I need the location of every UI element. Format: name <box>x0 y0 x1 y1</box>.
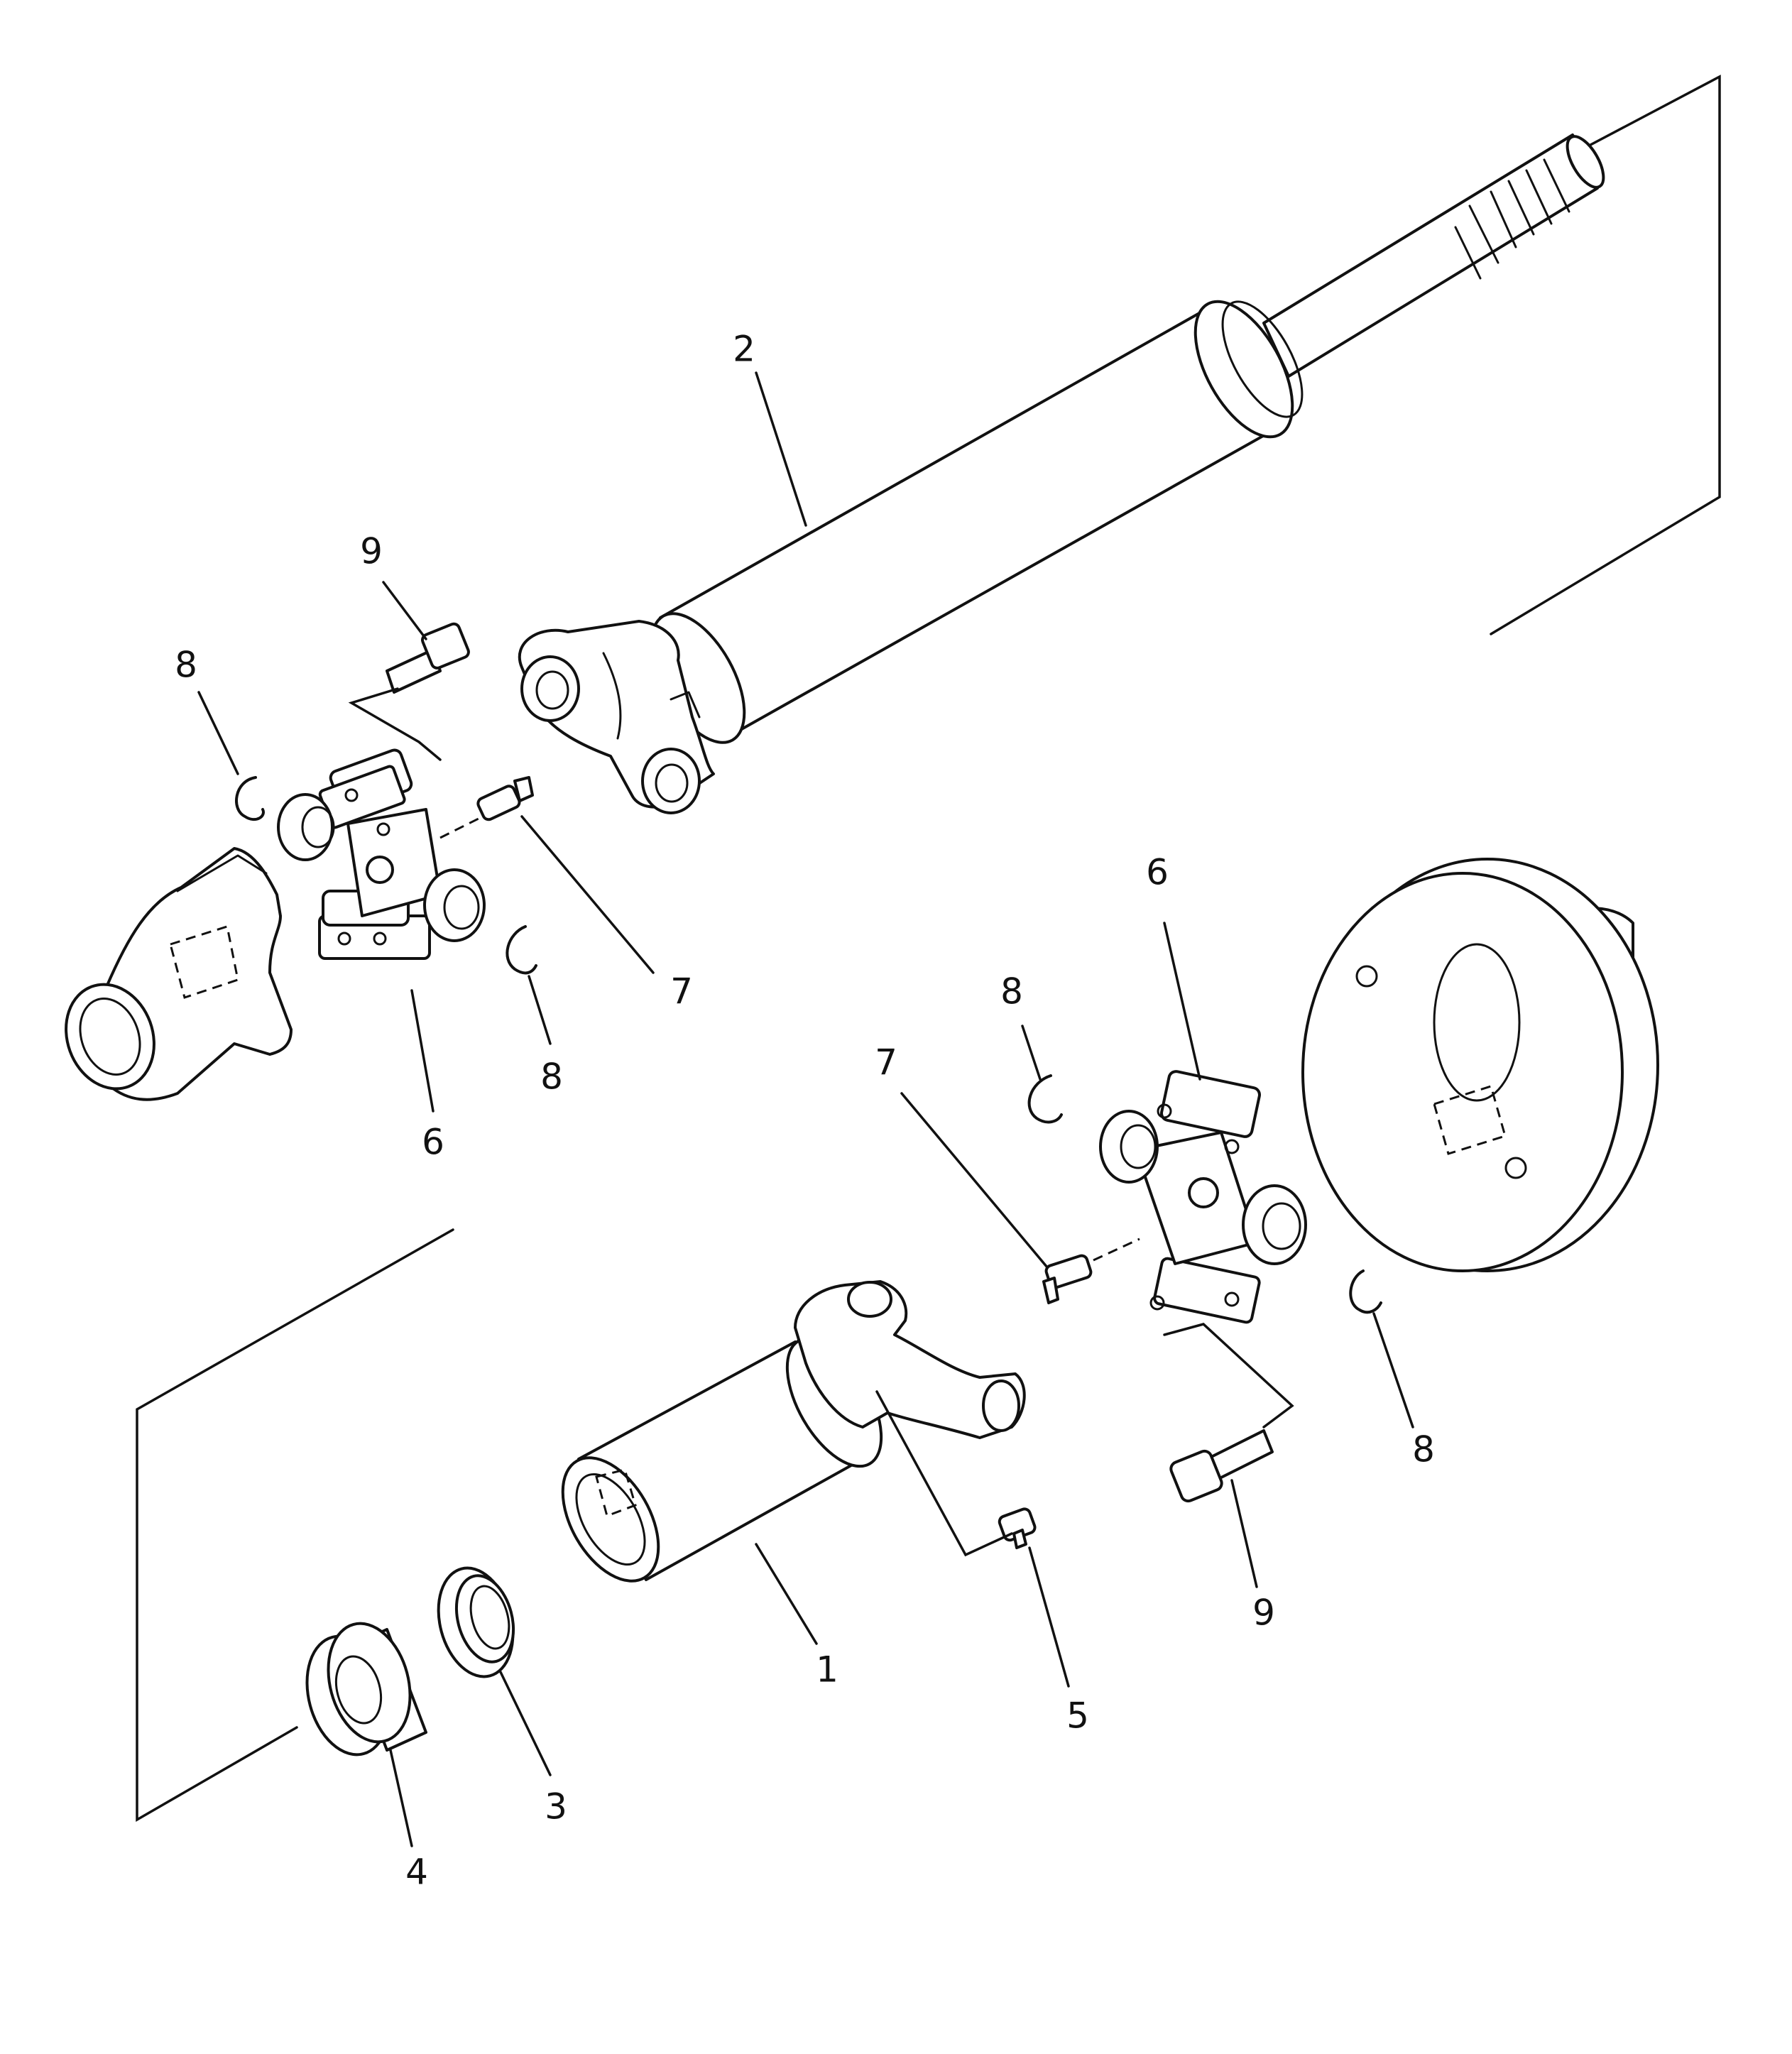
leader-1 <box>755 1543 818 1645</box>
oil-seal <box>437 1566 515 1678</box>
upper-universal-joint-cross <box>277 748 486 960</box>
callout-8-lower-right: 8 <box>1412 1429 1435 1470</box>
lower-grease-fitting <box>1042 1254 1093 1304</box>
lower-group-bracket <box>136 1228 454 1823</box>
upper-grease-fitting <box>476 776 534 821</box>
leader-7-lower <box>900 1092 1049 1269</box>
lower-right-snap-ring <box>1349 1269 1382 1314</box>
leader-7-upper <box>520 815 655 974</box>
leader-9-upper <box>382 581 427 640</box>
upper-left-snap-ring <box>235 776 265 821</box>
leader-8-lower-right <box>1372 1312 1414 1428</box>
callout-8-upper-left: 8 <box>175 645 197 686</box>
callout-6-lower: 6 <box>1146 852 1169 893</box>
upper-group-bracket <box>1490 75 1721 635</box>
leader-7-upper-dash <box>439 815 483 839</box>
leader-4 <box>389 1749 413 1847</box>
leader-9-lower <box>1230 1479 1258 1588</box>
lower-left-snap-ring <box>1027 1074 1063 1124</box>
leader-6-lower <box>1163 922 1201 1081</box>
callout-8-upper-right: 8 <box>540 1056 563 1098</box>
slip-joint-part <box>561 1280 1026 1583</box>
callout-6-upper: 6 <box>422 1122 444 1163</box>
callout-8-lower-left: 8 <box>1000 971 1023 1012</box>
companion-flange <box>1301 858 1659 1272</box>
leader-5-down <box>1028 1546 1070 1688</box>
grease-nipple <box>998 1507 1037 1549</box>
upper-right-snap-ring <box>506 925 537 975</box>
leader-7-lower-dash <box>1093 1238 1140 1262</box>
leader-5 <box>875 1390 1013 1557</box>
leader-6-upper <box>410 989 435 1113</box>
upper-flange-yoke <box>65 847 293 1101</box>
leader-2 <box>755 371 807 527</box>
driveshaft-tube-part <box>518 133 1605 814</box>
leader-8-lower-left <box>1021 1025 1042 1081</box>
callout-7-lower: 7 <box>875 1042 897 1083</box>
upper-bolt <box>386 622 470 694</box>
callout-4: 4 <box>405 1852 428 1893</box>
leader-8-upper-left <box>197 691 239 775</box>
callout-3: 3 <box>545 1786 567 1828</box>
callout-7-upper: 7 <box>670 971 693 1012</box>
leader-3 <box>499 1671 552 1776</box>
callout-5: 5 <box>1066 1695 1089 1737</box>
callout-2: 2 <box>733 329 755 370</box>
leader-9-upper-zigzag <box>348 687 442 761</box>
callout-1: 1 <box>816 1649 838 1690</box>
lower-bolt <box>1169 1429 1274 1503</box>
lower-universal-joint-cross <box>1099 1070 1307 1324</box>
leader-8-upper-right <box>528 975 552 1045</box>
callout-9-lower: 9 <box>1252 1593 1275 1634</box>
leader-9-lower-zigzag <box>1163 1323 1294 1428</box>
dust-cap <box>305 1622 427 1757</box>
callout-9-upper: 9 <box>360 531 383 572</box>
